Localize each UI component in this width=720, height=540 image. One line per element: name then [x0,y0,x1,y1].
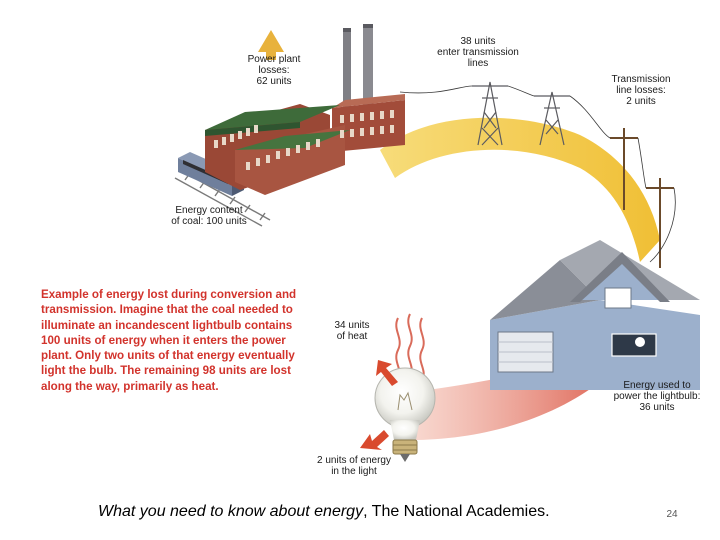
page-number: 24 [652,509,692,520]
heat-label: 34 units of heat [326,320,378,342]
house [490,240,700,390]
energy-loss-description: Example of energy lost during conversion… [41,287,311,394]
light-energy-arrow [360,430,389,450]
transmission-input-label: 38 units enter transmission lines [428,36,528,69]
light-label: 2 units of energy in the light [306,455,402,477]
source-title: What you need to know about energy [98,503,363,520]
coal-content-label: Energy content of coal: 100 units [166,205,252,227]
light-bulb [375,368,435,462]
bulb-energy-label: Energy used to power the lightbulb: 36 u… [607,380,707,413]
power-plant-loss-label: Power plant losses: 62 units [237,54,311,87]
power-plant [205,24,405,195]
transmission-loss-label: Transmission line losses: 2 units [601,74,681,107]
source-caption: What you need to know about energy, The … [98,503,618,521]
energy-transmission-band [380,118,660,262]
source-publisher: , The National Academies. [363,503,549,520]
